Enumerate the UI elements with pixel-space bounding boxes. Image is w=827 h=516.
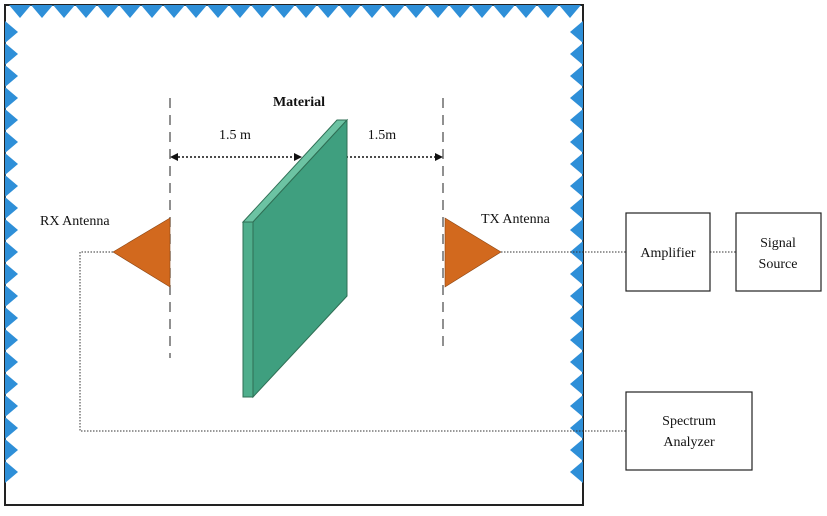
absorber-wedge	[5, 461, 18, 483]
absorber-wedge	[570, 307, 583, 329]
absorber-wedge	[5, 417, 18, 439]
absorber-wedge	[515, 5, 537, 18]
spectrum-analyzer-label-line1: Spectrum	[662, 414, 716, 429]
distance-label-left: 1.5 m	[219, 128, 251, 143]
absorber-wedge	[570, 329, 583, 351]
absorber-wedges	[5, 5, 583, 483]
absorber-wedge	[5, 87, 18, 109]
absorber-wedge	[493, 5, 515, 18]
material-slab-edge	[242, 221, 254, 398]
absorber-wedge	[5, 21, 18, 43]
rx-antenna	[112, 217, 171, 288]
absorber-wedge	[570, 263, 583, 285]
spectrum-analyzer-label-line2: Analyzer	[663, 435, 715, 450]
absorber-wedge	[5, 109, 18, 131]
amplifier-box	[625, 212, 711, 292]
absorber-wedge	[5, 329, 18, 351]
absorber-wedge	[570, 439, 583, 461]
absorber-wedge	[5, 373, 18, 395]
absorber-wedge	[141, 5, 163, 18]
absorber-wedge	[5, 351, 18, 373]
absorber-wedge	[570, 197, 583, 219]
absorber-wedge	[5, 65, 18, 87]
absorber-wedge	[570, 131, 583, 153]
spectrum-analyzer-box	[625, 391, 753, 471]
absorber-wedge	[570, 43, 583, 65]
absorber-wedge	[570, 351, 583, 373]
absorber-wedge	[5, 43, 18, 65]
absorber-wedge	[119, 5, 141, 18]
absorber-wedge	[427, 5, 449, 18]
absorber-wedge	[5, 241, 18, 263]
absorber-wedge	[570, 175, 583, 197]
absorber-wedge	[449, 5, 471, 18]
signal-source-box	[735, 212, 822, 292]
distance-arrow-left	[170, 153, 302, 161]
rx-antenna-label: RX Antenna	[40, 214, 110, 229]
absorber-wedge	[185, 5, 207, 18]
absorber-wedge	[9, 5, 31, 18]
absorber-wedge	[31, 5, 53, 18]
absorber-wedge	[5, 175, 18, 197]
absorber-wedge	[295, 5, 317, 18]
absorber-wedge	[570, 219, 583, 241]
material-label: Material	[273, 95, 325, 110]
absorber-wedge	[471, 5, 493, 18]
absorber-wedge	[339, 5, 361, 18]
absorber-wedge	[5, 131, 18, 153]
absorber-wedge	[570, 153, 583, 175]
absorber-wedge	[570, 65, 583, 87]
absorber-wedge	[207, 5, 229, 18]
absorber-wedge	[570, 285, 583, 307]
absorber-wedge	[405, 5, 427, 18]
absorber-wedge	[383, 5, 405, 18]
absorber-wedge	[5, 395, 18, 417]
absorber-wedge	[570, 21, 583, 43]
absorber-wedge	[317, 5, 339, 18]
tx-antenna	[444, 217, 502, 288]
absorber-wedge	[97, 5, 119, 18]
absorber-wedge	[570, 373, 583, 395]
distance-label-right: 1.5m	[368, 128, 397, 143]
signal-source-label-line1: Signal	[760, 236, 796, 251]
absorber-wedge	[53, 5, 75, 18]
material-slab	[241, 118, 349, 399]
absorber-wedge	[559, 5, 581, 18]
absorber-wedge	[5, 439, 18, 461]
amplifier-label: Amplifier	[640, 246, 696, 261]
absorber-wedge	[5, 263, 18, 285]
absorber-wedge	[5, 219, 18, 241]
signal-source-label-line2: Source	[759, 257, 798, 272]
absorber-wedge	[5, 197, 18, 219]
absorber-wedge	[163, 5, 185, 18]
absorber-wedge	[5, 307, 18, 329]
rx-analyzer-cable	[79, 251, 626, 432]
absorber-wedge	[251, 5, 273, 18]
tx-antenna-label: TX Antenna	[481, 212, 551, 227]
absorber-wedge	[75, 5, 97, 18]
absorber-wedge	[570, 395, 583, 417]
absorber-wedge	[361, 5, 383, 18]
absorber-wedge	[5, 285, 18, 307]
absorber-wedge	[5, 153, 18, 175]
absorber-wedge	[273, 5, 295, 18]
absorber-wedge	[570, 417, 583, 439]
absorber-wedge	[570, 109, 583, 131]
absorber-wedge	[570, 461, 583, 483]
absorber-wedge	[229, 5, 251, 18]
absorber-wedge	[570, 87, 583, 109]
absorber-wedge	[537, 5, 559, 18]
